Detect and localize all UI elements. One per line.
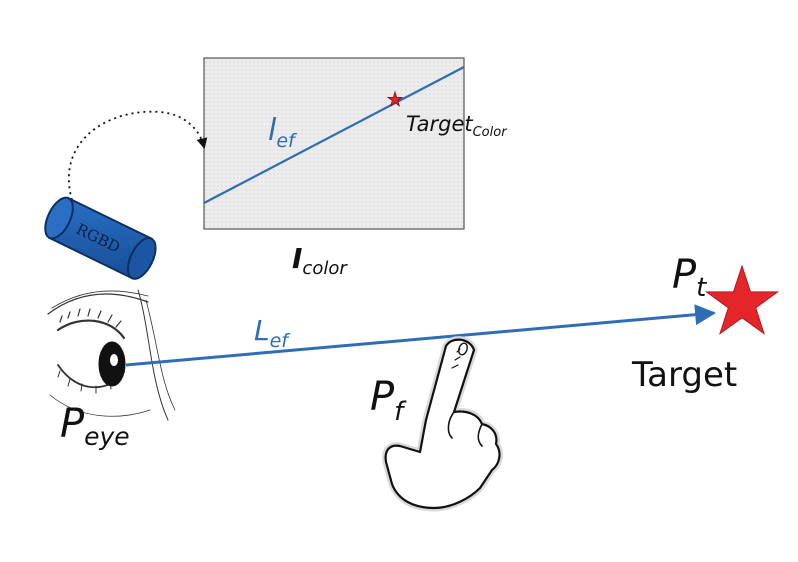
image-target-label: TargetColor [406,112,508,140]
image-label: Icolor [292,242,348,279]
color-image-panel: lef TargetColor [203,57,508,230]
camera-to-image-arrow [67,110,208,201]
image-target-star [386,90,404,107]
target-label: Target [631,355,737,395]
target-point-label: Pt [672,252,707,303]
eye-sketch [47,289,176,421]
finger-label: Pf [370,374,407,427]
rgbd-camera: RGBD [44,196,157,280]
eye-label: Peye [60,401,130,451]
pointing-hand [382,336,503,512]
ray-lef [125,304,717,367]
ray-label: Lef [254,314,291,352]
image-line-lef [203,66,465,204]
image-line-label: lef [268,113,298,152]
target-star [704,264,780,335]
